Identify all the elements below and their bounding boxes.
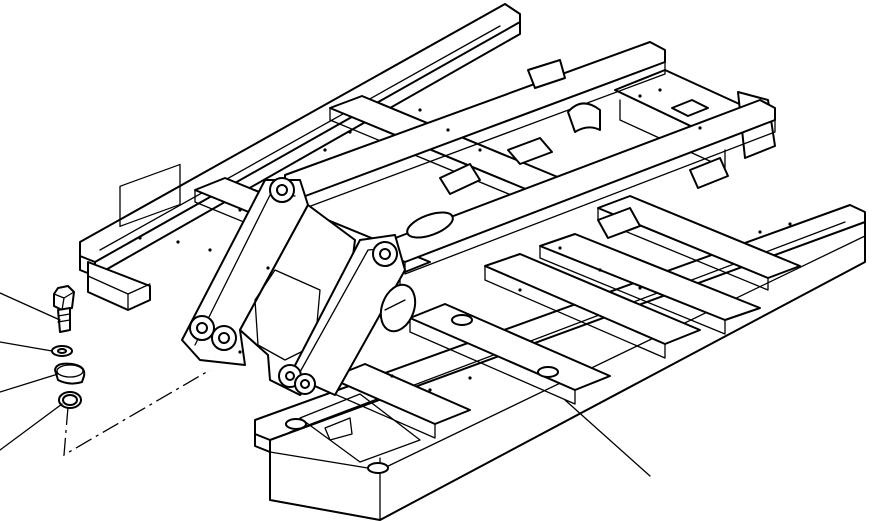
bolt-holes [138, 88, 792, 392]
leader-lock-washer [0, 341, 53, 352]
leader-cap [0, 373, 59, 393]
o-ring [58, 391, 82, 409]
bolt [53, 285, 75, 333]
leader-bolt [0, 292, 61, 321]
lock-washer [51, 345, 73, 357]
leader-frame [564, 399, 651, 477]
leader-lines [0, 292, 651, 477]
far-track-frame [79, 3, 521, 311]
assembly-line [63, 369, 211, 457]
boom-mount-bracket [181, 177, 417, 396]
leader-o-ring [0, 403, 63, 451]
cap [54, 362, 86, 385]
diagonal-beams [284, 41, 776, 275]
